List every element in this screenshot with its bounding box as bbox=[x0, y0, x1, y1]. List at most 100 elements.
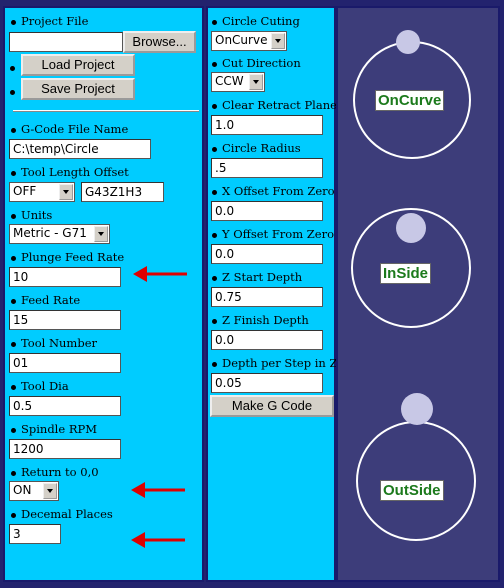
depth-step-input[interactable] bbox=[211, 373, 323, 393]
red-arrow-icon bbox=[133, 266, 187, 282]
browse-button[interactable]: Browse... bbox=[123, 31, 196, 53]
spindle-rpm-label: Spindle RPM bbox=[11, 422, 97, 436]
bullet-icon bbox=[11, 213, 16, 219]
bullet-icon bbox=[212, 146, 217, 152]
tool-number-label: Tool Number bbox=[11, 336, 97, 350]
tool-number-input[interactable] bbox=[9, 353, 121, 373]
return-label: Return to 0,0 bbox=[11, 465, 99, 479]
z-finish-label: Z Finish Depth bbox=[212, 313, 309, 327]
gcode-file-label: G-Code File Name bbox=[11, 122, 128, 136]
return-label-text: Return to 0,0 bbox=[21, 465, 99, 479]
x-offset-label-text: X Offset From Zero bbox=[222, 184, 335, 198]
feed-rate-label: Feed Rate bbox=[11, 293, 80, 307]
cut-direction-label-text: Cut Direction bbox=[222, 56, 301, 70]
y-offset-label-text: Y Offset From Zero bbox=[222, 227, 335, 241]
left-panel: Project File Browse... Load Project Save… bbox=[3, 6, 204, 582]
bullet-icon bbox=[212, 103, 217, 109]
chevron-down-icon[interactable] bbox=[271, 33, 285, 49]
z-finish-label-text: Z Finish Depth bbox=[222, 313, 309, 327]
red-arrow-icon bbox=[131, 482, 185, 498]
bullet-icon bbox=[11, 427, 16, 433]
chevron-down-icon[interactable] bbox=[249, 74, 263, 90]
bullet-icon bbox=[212, 361, 217, 367]
inside-preview-circle bbox=[351, 208, 471, 328]
tool-length-offset-label: Tool Length Offset bbox=[11, 165, 129, 179]
bullet-icon bbox=[212, 232, 217, 238]
tool-dia-input[interactable] bbox=[9, 396, 121, 416]
bullet-icon bbox=[10, 66, 15, 71]
plunge-feed-input[interactable] bbox=[9, 267, 121, 287]
make-gcode-button[interactable]: Make G Code bbox=[210, 395, 334, 417]
y-offset-input[interactable] bbox=[211, 244, 323, 264]
clear-retract-label: Clear Retract Plane bbox=[212, 98, 337, 112]
z-start-input[interactable] bbox=[211, 287, 323, 307]
inside-label: InSide bbox=[380, 263, 432, 284]
x-offset-label: X Offset From Zero bbox=[212, 184, 335, 198]
oncurve-label: OnCurve bbox=[375, 90, 445, 111]
circle-cuting-select-value: OnCurve bbox=[215, 33, 268, 47]
cut-direction-label: Cut Direction bbox=[212, 56, 301, 70]
bullet-icon bbox=[212, 189, 217, 195]
tool-length-offset-select[interactable]: OFF bbox=[9, 182, 75, 202]
gcode-file-label-text: G-Code File Name bbox=[21, 122, 129, 136]
project-file-input[interactable] bbox=[9, 32, 123, 52]
project-file-label-text: Project File bbox=[21, 14, 89, 28]
gcode-file-input[interactable] bbox=[9, 139, 151, 159]
units-label-text: Units bbox=[21, 208, 53, 222]
tool-preview-circle bbox=[396, 30, 420, 54]
decimal-input[interactable] bbox=[9, 524, 61, 544]
chevron-down-icon[interactable] bbox=[43, 483, 57, 499]
clear-retract-label-text: Clear Retract Plane bbox=[222, 98, 337, 112]
bullet-icon bbox=[11, 255, 16, 261]
tool-preview-circle bbox=[396, 213, 426, 243]
clear-retract-input[interactable] bbox=[211, 115, 323, 135]
tool-length-offset-label-text: Tool Length Offset bbox=[21, 165, 129, 179]
decimal-label-text: Decemal Places bbox=[21, 507, 113, 521]
plunge-feed-label: Plunge Feed Rate bbox=[11, 250, 124, 264]
depth-step-label: Depth per Step in Z bbox=[212, 356, 337, 370]
tool-dia-label-text: Tool Dia bbox=[21, 379, 69, 393]
save-project-button[interactable]: Save Project bbox=[21, 78, 135, 100]
feed-rate-label-text: Feed Rate bbox=[21, 293, 81, 307]
tool-length-offset-input[interactable] bbox=[81, 182, 164, 202]
divider bbox=[13, 110, 199, 112]
return-select-value: ON bbox=[13, 483, 32, 497]
return-select[interactable]: ON bbox=[9, 481, 59, 501]
red-arrow-icon bbox=[131, 532, 185, 548]
circle-cuting-select[interactable]: OnCurve bbox=[211, 31, 287, 51]
bullet-icon bbox=[11, 470, 16, 476]
x-offset-input[interactable] bbox=[211, 201, 323, 221]
bullet-icon bbox=[212, 61, 217, 67]
circle-radius-input[interactable] bbox=[211, 158, 323, 178]
plunge-feed-label-text: Plunge Feed Rate bbox=[21, 250, 125, 264]
bullet-icon bbox=[11, 341, 16, 347]
circle-radius-label-text: Circle Radius bbox=[222, 141, 301, 155]
cut-direction-select[interactable]: CCW bbox=[211, 72, 265, 92]
bullet-icon bbox=[212, 275, 217, 281]
units-select[interactable]: Metric - G71 bbox=[9, 224, 110, 244]
circle-radius-label: Circle Radius bbox=[212, 141, 301, 155]
bullet-icon bbox=[11, 512, 16, 518]
z-finish-input[interactable] bbox=[211, 330, 323, 350]
y-offset-label: Y Offset From Zero bbox=[212, 227, 334, 241]
bullet-icon bbox=[11, 170, 16, 176]
spindle-rpm-input[interactable] bbox=[9, 439, 121, 459]
feed-rate-input[interactable] bbox=[9, 310, 121, 330]
bullet-icon bbox=[212, 19, 217, 25]
spindle-rpm-label-text: Spindle RPM bbox=[21, 422, 97, 436]
bullet-icon bbox=[10, 90, 15, 95]
bullet-icon bbox=[11, 298, 16, 304]
tool-length-offset-select-value: OFF bbox=[13, 184, 37, 198]
chevron-down-icon[interactable] bbox=[59, 184, 73, 200]
preview-panel: OnCurve InSide OutSide bbox=[336, 6, 500, 582]
middle-panel: Circle Cuting OnCurve Cut Direction CCW … bbox=[206, 6, 337, 582]
depth-step-label-text: Depth per Step in Z bbox=[222, 356, 338, 370]
z-start-label-text: Z Start Depth bbox=[222, 270, 303, 284]
project-file-label: Project File bbox=[11, 14, 88, 28]
chevron-down-icon[interactable] bbox=[94, 226, 108, 242]
load-project-button[interactable]: Load Project bbox=[21, 54, 135, 76]
tool-number-label-text: Tool Number bbox=[21, 336, 97, 350]
tool-preview-circle bbox=[401, 393, 433, 425]
cut-direction-select-value: CCW bbox=[215, 74, 244, 88]
